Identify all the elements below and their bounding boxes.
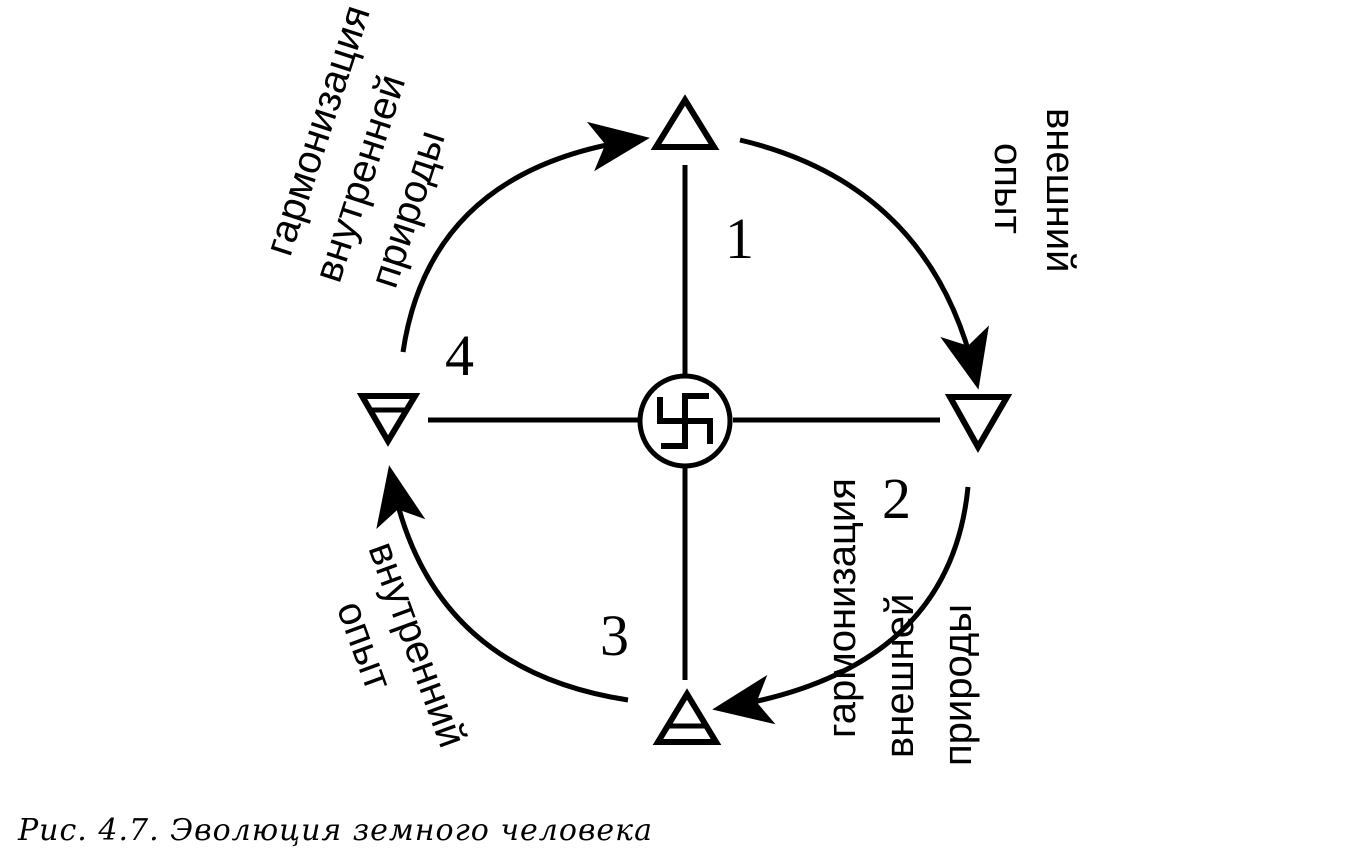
quadrant-label-1: внешний опыт xyxy=(986,108,1082,272)
arrow-arc-4 xyxy=(400,121,650,353)
quadrant-number-4: 4 xyxy=(445,323,474,388)
quadrant-label-2-line-3: природы xyxy=(936,604,980,766)
quadrant-label-2: гармонизация внешней природы xyxy=(820,478,980,766)
quadrant-number-2: 2 xyxy=(882,466,911,531)
arrow-arc-2 xyxy=(712,486,971,725)
triangle-up-barred-icon xyxy=(652,688,722,745)
triangle-up-icon xyxy=(650,94,720,150)
figure-caption: Рис. 4.7. Эволюция земного человека xyxy=(17,813,653,848)
quadrant-label-3: внутренний опыт xyxy=(328,536,474,753)
quadrant-label-1-line-2: опыт xyxy=(986,143,1030,234)
quadrant-label-4: гармонизация внутренней природы xyxy=(257,0,454,293)
quadrant-number-1: 1 xyxy=(725,206,754,271)
triangle-down-icon xyxy=(944,394,1013,454)
quadrant-label-2-line-1: гармонизация xyxy=(820,478,864,738)
circled-swastika-icon xyxy=(637,373,733,469)
quadrant-number-3: 3 xyxy=(600,603,629,668)
arrow-arc-3 xyxy=(376,465,629,703)
quadrant-label-1-line-1: внешний xyxy=(1038,108,1082,272)
arrow-arc-1 xyxy=(739,137,989,390)
triangle-down-barred-icon xyxy=(356,393,421,447)
quadrant-label-2-line-2: внешней xyxy=(878,594,922,758)
